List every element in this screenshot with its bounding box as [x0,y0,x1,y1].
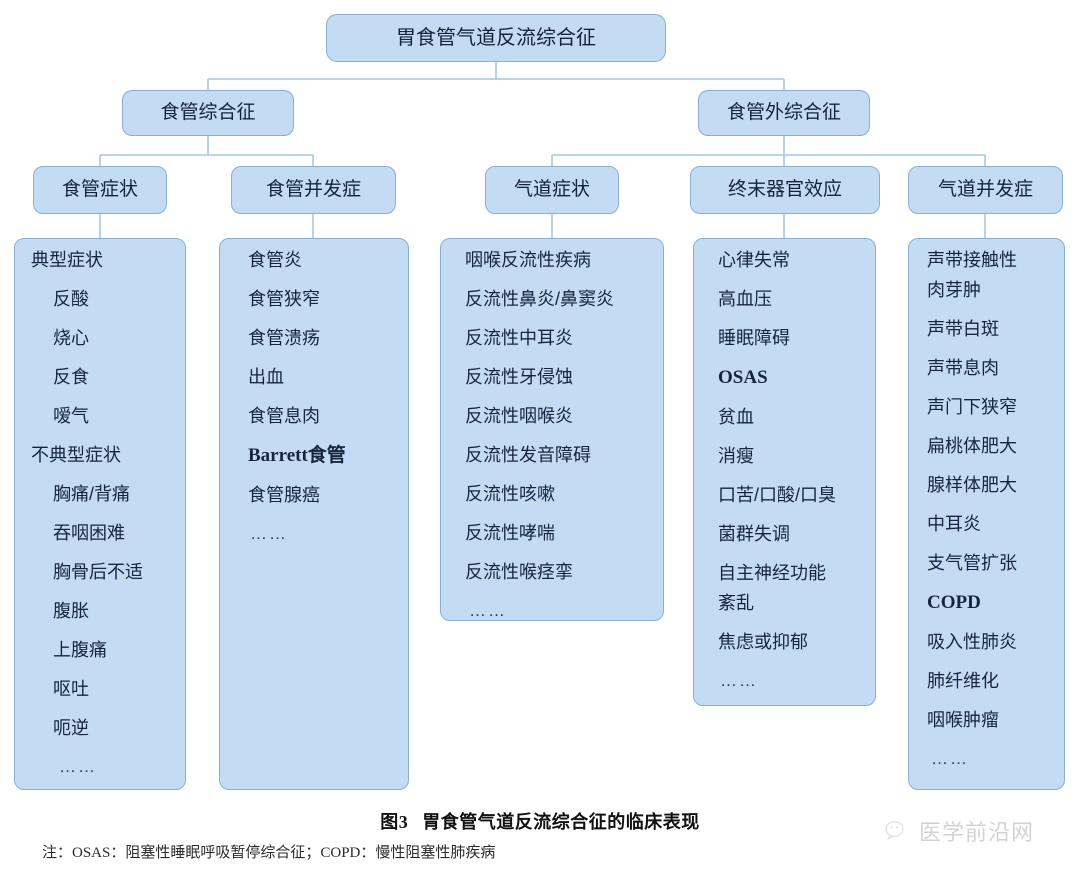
list-item: 吞咽困难 [53,523,125,543]
list-end-organ-effects: 心律失常高血压睡眠障碍 OSAS 贫血消瘦口苦/口酸/口臭菌群失调自主神经功能紊乱焦… [694,251,875,689]
list-item: 嗳气 [53,406,89,426]
panel-airway-complications: 声带接触性肉芽肿声带白斑声带息肉声门下狭窄扁桃体肥大腺样体肥大中耳炎支气管扩张 C… [908,238,1065,790]
watermark: 医学前沿网 [884,815,1034,847]
list-item: 声带息肉 [927,358,999,378]
list-item: 声门下狭窄 [927,397,1017,417]
list-item: 腹胀 [53,601,89,621]
node-esophageal-symptoms: 食管症状 [33,166,167,214]
list-airway-complications: 声带接触性肉芽肿声带白斑声带息肉声门下狭窄扁桃体肥大腺样体肥大中耳炎支气管扩张 C… [909,251,1064,767]
list-item: 咽喉肿瘤 [927,710,999,730]
list-item: 反流性哮喘 [465,523,555,543]
list-item: 反流性咳嗽 [465,484,555,504]
list-item: 贫血 [718,407,754,427]
list-item: 口苦/口酸/口臭 [718,485,837,505]
list-esophageal-symptoms: 典型症状反酸烧心反食嗳气不典型症状胸痛/背痛吞咽困难胸骨后不适腹胀上腹痛呕吐呃逆… [15,251,185,775]
panel-end-organ-effects: 心律失常高血压睡眠障碍 OSAS 贫血消瘦口苦/口酸/口臭菌群失调自主神经功能紊乱焦… [693,238,876,706]
list-item: 自主神经功能 [718,563,826,583]
list-item: 典型症状 [31,250,103,270]
list-item: 反酸 [53,289,89,309]
watermark-text: 医学前沿网 [919,820,1035,845]
node-extraesophageal-syndrome: 食管外综合征 [698,90,870,136]
list-item: COPD [927,592,981,613]
list-item: 食管腺癌 [248,485,320,505]
list-item: 不典型症状 [31,445,121,465]
list-item: 心律失常 [718,250,790,270]
list-item: OSAS [718,367,768,388]
node-airway-complications: 气道并发症 [908,166,1063,214]
list-item: 食管炎 [248,250,302,270]
list-item: 紊乱 [718,593,754,613]
figure-title: 胃食管气道反流综合征的临床表现 [422,812,700,832]
node-root-gastroesophageal-airway-reflux: 胃食管气道反流综合征 [326,14,666,62]
node-esophageal-syndrome: 食管综合征 [122,90,294,136]
list-item: 反流性发音障碍 [465,445,591,465]
list-item: 反流性咽喉炎 [465,406,573,426]
list-item: 反流性牙侵蚀 [465,367,573,387]
node-esophageal-complications: 食管并发症 [231,166,396,214]
list-item: 吸入性肺炎 [927,632,1017,652]
list-item: …… [250,524,288,543]
list-item: 反流性喉痉挛 [465,562,573,582]
list-item: 烧心 [53,328,89,348]
list-esophageal-complications: 食管炎食管狭窄食管溃疡出血食管息肉 Barrett食管食管腺癌 …… [220,251,408,542]
list-item: 出血 [248,367,284,387]
list-item: 食管溃疡 [248,328,320,348]
list-item: 肉芽肿 [927,280,981,300]
list-item: 扁桃体肥大 [927,436,1017,456]
list-item: 声带接触性 [927,250,1017,270]
list-item: 菌群失调 [718,524,790,544]
figure-caption: 图3 胃食管气道反流综合征的临床表现 [0,808,1080,834]
list-item: 反流性中耳炎 [465,328,573,348]
list-item: 腺样体肥大 [927,475,1017,495]
list-item: 食管息肉 [248,406,320,426]
list-item: 呕吐 [53,679,89,699]
list-item: 肺纤维化 [927,671,999,691]
node-end-organ-effects: 终末器官效应 [690,166,880,214]
list-airway-symptoms: 咽喉反流性疾病反流性鼻炎/鼻窦炎反流性中耳炎反流性牙侵蚀反流性咽喉炎反流性发音障… [441,251,663,619]
list-item: 胸骨后不适 [53,562,143,582]
list-item: 高血压 [718,289,772,309]
figure-note: 注：OSAS：阻塞性睡眠呼吸暂停综合征；COPD：慢性阻塞性肺疾病 [42,845,496,861]
list-item: 睡眠障碍 [718,328,790,348]
list-item: …… [59,757,97,776]
panel-airway-symptoms: 咽喉反流性疾病反流性鼻炎/鼻窦炎反流性中耳炎反流性牙侵蚀反流性咽喉炎反流性发音障… [440,238,664,621]
node-airway-symptoms: 气道症状 [485,166,619,214]
list-item: 中耳炎 [927,514,981,534]
list-item: 咽喉反流性疾病 [465,250,591,270]
list-item: …… [469,601,507,620]
list-item: 反食 [53,367,89,387]
list-item: 焦虑或抑郁 [718,632,808,652]
list-item: 食管狭窄 [248,289,320,309]
list-item: …… [720,671,758,690]
list-item: 反流性鼻炎/鼻窦炎 [465,289,615,309]
list-item: …… [931,749,969,768]
list-item: Barrett食管 [248,445,346,466]
list-item: 声带白斑 [927,319,999,339]
panel-esophageal-symptoms: 典型症状反酸烧心反食嗳气不典型症状胸痛/背痛吞咽困难胸骨后不适腹胀上腹痛呕吐呃逆… [14,238,186,790]
list-item: 胸痛/背痛 [53,484,131,504]
list-item: 上腹痛 [53,640,107,660]
panel-esophageal-complications: 食管炎食管狭窄食管溃疡出血食管息肉 Barrett食管食管腺癌 …… [219,238,409,790]
list-item: 支气管扩张 [927,553,1017,573]
list-item: 消瘦 [718,446,754,466]
wechat-logo-icon [885,821,904,841]
figure-number: 图3 [380,812,409,832]
list-item: 呃逆 [53,718,89,738]
